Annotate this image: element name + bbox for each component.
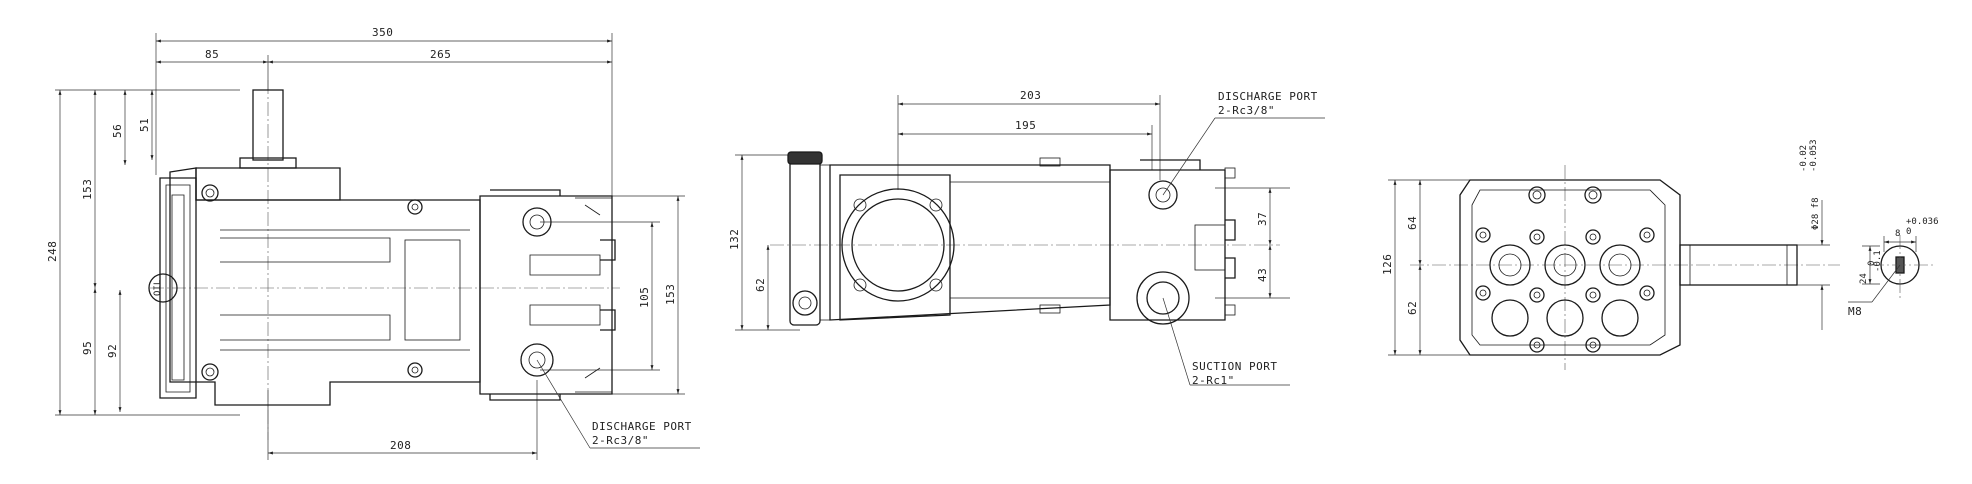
key-width: 8 [1895,229,1900,239]
side-view-pump-body: OIL [148,89,616,406]
dim-208: 208 [390,439,411,452]
key-detail: 8 +0.036 0 24 0 -0.1 M8 [1848,217,1939,318]
dim-126: 126 [1381,254,1394,275]
end-view: 126 64 62 [1381,139,1840,370]
dim-350: 350 [372,26,393,39]
dim-43: 43 [1256,268,1269,282]
side-view-dimensions: 350 85 265 248 153 56 51 95 92 105 [46,26,685,460]
dim-56: 56 [111,124,124,138]
dim-95: 95 [81,341,94,355]
thread-label: M8 [1848,305,1862,318]
dim-248: 248 [46,241,59,262]
top-view: 203 195 132 62 37 43 [728,89,1325,387]
key-depth-tol-lower: -0.1 [1873,250,1883,272]
top-view-suction-callout: SUCTION PORT 2-Rc1" [1162,297,1290,387]
top-discharge-spec: 2-Rc3/8" [1218,104,1275,117]
dim-37: 37 [1256,212,1269,226]
dim-203: 203 [1020,89,1041,102]
top-view-discharge-callout: DISCHARGE PORT 2-Rc3/8" [1162,90,1325,196]
oil-label: OIL [153,280,163,296]
dim-85: 85 [205,48,219,61]
dim-62-top: 62 [754,278,767,292]
side-view: 350 85 265 248 153 56 51 95 92 105 [46,26,700,460]
dim-195: 195 [1015,119,1036,132]
side-view-discharge-callout: DISCHARGE PORT 2-Rc3/8" [536,359,700,449]
key-tol-lower: 0 [1906,227,1911,237]
end-view-dimensions: 126 64 62 [1381,179,1470,356]
dim-105: 105 [638,287,651,308]
suction-label: SUCTION PORT [1192,360,1277,373]
key-depth: 24 [1859,273,1869,284]
shaft-tol-upper: -0.02 [1799,145,1809,172]
suction-spec: 2-Rc1" [1192,374,1235,387]
top-view-pump-body [787,151,1236,326]
side-discharge-spec: 2-Rc3/8" [592,434,649,447]
top-discharge-label: DISCHARGE PORT [1218,90,1318,103]
dim-51: 51 [138,118,151,132]
dim-153-right: 153 [664,284,677,305]
dim-265: 265 [430,48,451,61]
shaft-diameter-label: Φ28 f8 -0.02 -0.053 [1797,139,1830,330]
side-discharge-label: DISCHARGE PORT [592,420,692,433]
key-tol-upper: +0.036 [1906,217,1939,227]
dim-153-left: 153 [81,179,94,200]
dim-62-end: 62 [1406,301,1419,315]
dim-64: 64 [1406,216,1419,230]
end-view-pump-body [1459,179,1798,356]
shaft-tol-lower: -0.053 [1809,139,1819,172]
top-view-dimensions: 203 195 132 62 37 43 [728,89,1290,331]
dim-132: 132 [728,229,741,250]
shaft-dia: Φ28 f8 [1811,197,1821,230]
key-depth-tol-upper: 0 [1867,261,1877,266]
dim-92: 92 [106,344,119,358]
